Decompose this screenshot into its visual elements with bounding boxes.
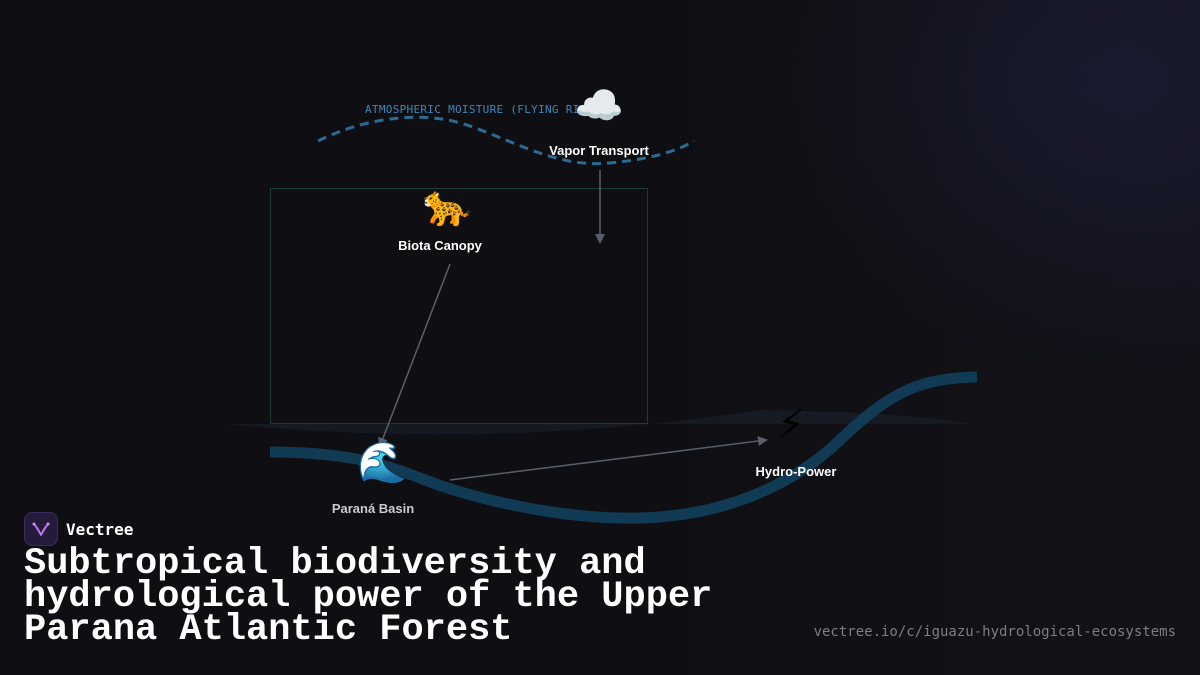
moisture-arc-label: ATMOSPHERIC MOISTURE (FLYING RI — [365, 103, 580, 116]
arrow-basin-to-hydro — [449, 436, 768, 481]
leopard-icon: 🐆 — [422, 183, 472, 229]
lightning-icon: ⚡ — [777, 402, 806, 448]
ground-shadow — [225, 410, 975, 435]
hydro-power-label: Hydro-Power — [755, 464, 837, 479]
brand[interactable]: Vectree — [24, 512, 133, 546]
cloud-icon: ☁️ — [574, 83, 624, 129]
vectree-logo-icon — [24, 512, 58, 546]
parana-basin-label: Paraná Basin — [331, 501, 415, 516]
brand-name: Vectree — [66, 519, 134, 539]
biota-region-box — [270, 188, 648, 424]
moisture-arc — [317, 115, 695, 166]
page-title: Subtropical biodiversity and hydrologica… — [24, 543, 713, 651]
source-url[interactable]: vectree.io/c/iguazu-hydrological-ecosyst… — [813, 624, 1176, 640]
river-band — [269, 371, 978, 524]
arrow-biota-to-basin — [378, 263, 451, 448]
water-wave-icon: 🌊 — [357, 440, 407, 486]
biota-canopy-label: Biota Canopy — [398, 238, 482, 253]
vapor-transport-label: Vapor Transport — [549, 143, 649, 158]
